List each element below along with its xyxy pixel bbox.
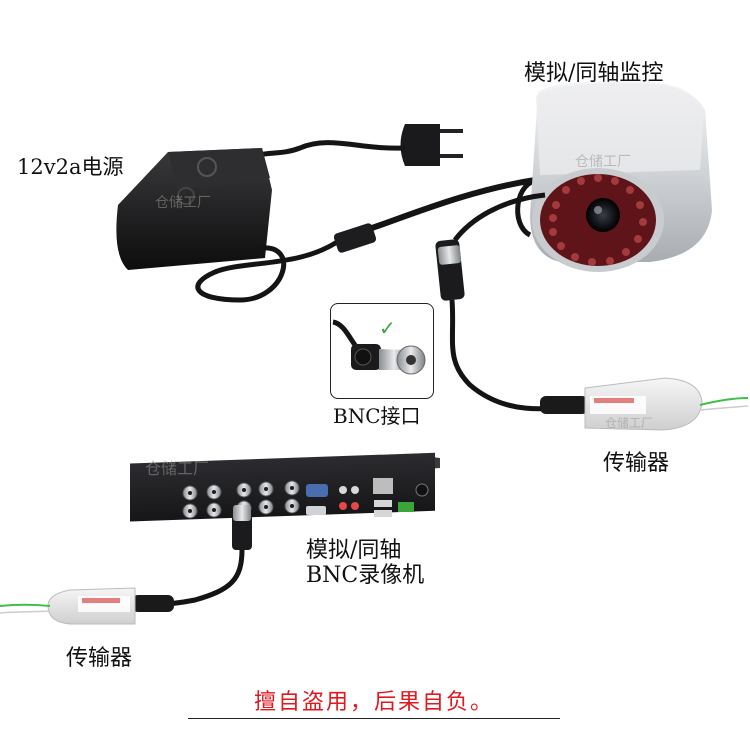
watermark-recorder: 仓储工厂 [145,455,209,479]
transmitter-right-label: 传输器 [603,445,669,477]
check-mark-icon: ✓ [379,316,396,340]
watermark-power: 仓储工厂 [155,192,211,212]
power-supply-label: 12v2a电源 [17,151,123,181]
recorder-label-line2: BNC录像机 [306,557,424,589]
power-adapter [116,124,535,300]
copyright-notice: 擅自盗用，后果自负。 [188,684,560,716]
bullet-camera [455,81,712,272]
transmitter-left-label: 传输器 [66,640,132,672]
notice-underline [188,718,560,719]
camera-label: 模拟/同轴监控 [524,55,663,87]
watermark-camera: 仓储工厂 [575,151,631,171]
bnc-connector-inset: ✓ [330,303,434,399]
watermark-transmitter: 仓储工厂 [605,414,653,431]
bnc-connector-label: BNC接口 [333,400,421,429]
camera-bnc-cable [435,239,585,409]
left-video-balun [0,588,174,624]
